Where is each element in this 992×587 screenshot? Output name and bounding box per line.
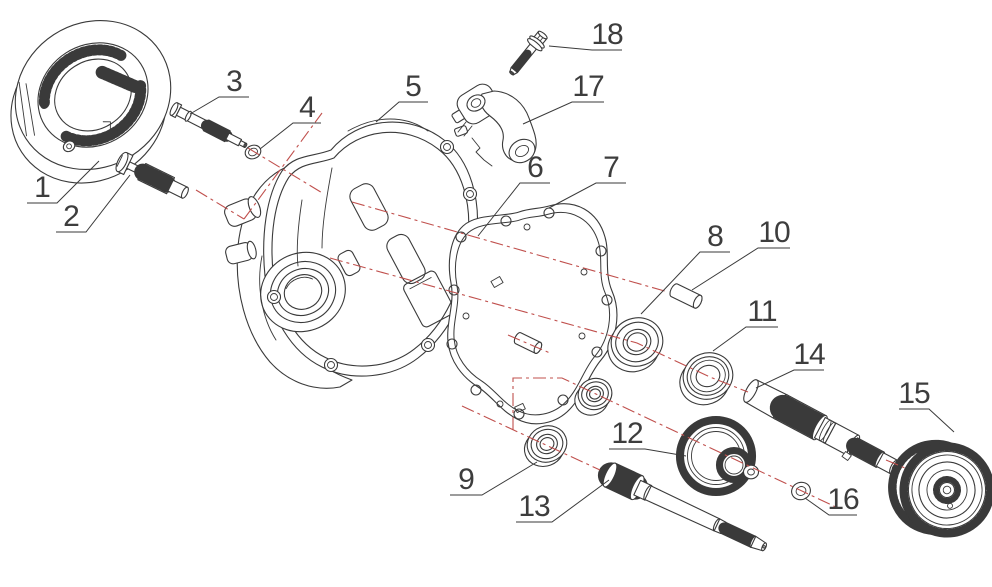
- leader-line-5: [375, 101, 428, 123]
- callout-18: 18: [591, 18, 623, 51]
- part-12-double-gear: [675, 415, 760, 497]
- callout-leaders: [27, 45, 955, 523]
- leader-line-8: [640, 251, 730, 315]
- axis-line-pin: [247, 147, 325, 195]
- axis-line-input: [461, 405, 601, 471]
- axis-line-upper: [351, 201, 669, 293]
- leader-line-9: [450, 461, 538, 496]
- leader-line-3: [189, 96, 249, 115]
- callout-12: 12: [611, 417, 643, 450]
- axis-line-bolt: [195, 189, 245, 220]
- leader-line-14: [755, 369, 824, 389]
- leader-line-4: [259, 122, 321, 150]
- axis-line-main-end: [885, 459, 906, 469]
- callout-9: 9: [458, 463, 474, 496]
- part-2-adjuster-bolt: [115, 151, 189, 199]
- part-17-brake-arm: [451, 83, 537, 167]
- callout-16: 16: [827, 483, 859, 516]
- callout-2: 2: [63, 200, 79, 233]
- callout-11: 11: [747, 295, 776, 328]
- callout-5: 5: [405, 70, 421, 103]
- part-9-ball-bearing: [523, 425, 568, 467]
- leader-line-16: [804, 497, 857, 516]
- callout-numbers: 1 2 3 4 5 6 7 8 9 10 11 12 13 14 15 16 1…: [34, 18, 931, 523]
- leader-line-11: [712, 326, 778, 352]
- leader-line-13: [516, 479, 610, 523]
- callout-15: 15: [898, 377, 930, 410]
- part-1-brake-shoe-assembly: [10, 19, 172, 184]
- callout-7: 7: [603, 151, 619, 184]
- part-15-final-gear: [888, 439, 992, 538]
- leader-line-1: [27, 160, 100, 204]
- part-18-flange-bolt: [509, 30, 548, 76]
- part-5-gearbox-cover: [224, 118, 479, 389]
- part-8-ball-bearing: [607, 317, 664, 373]
- leader-line-18: [548, 45, 622, 51]
- axis-line-counter: [512, 377, 839, 509]
- part-10-dowel-pin: [669, 283, 703, 309]
- leader-line-2: [56, 174, 131, 233]
- callout-13: 13: [518, 490, 550, 523]
- axis-line-dowel: [507, 334, 551, 354]
- leader-line-6: [477, 182, 550, 237]
- axis-line-bolt-elbow: [243, 112, 323, 220]
- assembly-axes: [195, 112, 906, 509]
- callout-10: 10: [758, 216, 790, 249]
- callout-4: 4: [299, 91, 315, 124]
- leader-line-15: [899, 408, 955, 433]
- leader-line-17: [522, 101, 604, 125]
- leader-line-7: [548, 182, 626, 209]
- callout-14: 14: [793, 338, 825, 371]
- cover-main-bore: [260, 251, 346, 333]
- part-3-pivot-pin: [169, 102, 248, 148]
- leader-line-12: [609, 448, 687, 457]
- callout-1: 1: [34, 171, 50, 204]
- callout-8: 8: [707, 220, 723, 253]
- part-13-input-shaft: [597, 462, 768, 552]
- axis-line-main: [329, 257, 749, 393]
- callout-6: 6: [527, 151, 543, 184]
- callout-17: 17: [572, 70, 604, 103]
- callout-3: 3: [226, 65, 242, 98]
- leader-line-10: [691, 247, 790, 291]
